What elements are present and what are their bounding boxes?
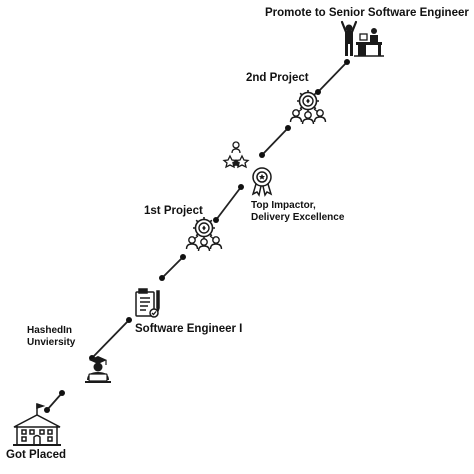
timeline-node — [259, 152, 265, 158]
milestone-label-first-project: 1st Project — [144, 205, 203, 217]
timeline-node — [344, 59, 350, 65]
timeline-nodes — [44, 59, 350, 413]
team-network-icon — [291, 90, 326, 124]
timeline-node — [315, 89, 321, 95]
timeline-node — [285, 125, 291, 131]
award-line-1: Top Impactor, — [251, 200, 316, 211]
timeline-segment — [317, 61, 348, 93]
milestone-label-second-project: 2nd Project — [246, 72, 309, 84]
milestone-label-award: Top Impactor, Delivery Excellence — [251, 200, 344, 223]
timeline-segment — [215, 186, 242, 221]
university-line-1: HashedIn — [27, 325, 73, 336]
contract-document-icon — [135, 288, 160, 318]
university-line-2: Unviersity — [27, 336, 76, 348]
award-line-2: Delivery Excellence — [251, 211, 345, 223]
milestone-label-got-placed: Got Placed — [6, 449, 67, 461]
timeline-node — [180, 254, 186, 260]
timeline-node — [44, 407, 50, 413]
milestone-label-university: HashedIn Unviersity — [27, 325, 75, 348]
executive-desk-icon — [340, 20, 384, 57]
timeline-node — [126, 317, 132, 323]
timeline-segment — [91, 319, 130, 359]
timeline-path — [46, 61, 348, 411]
star-team-icon — [222, 141, 250, 169]
timeline-node — [159, 275, 165, 281]
timeline-segment — [46, 392, 63, 411]
award-medal-icon — [251, 167, 273, 197]
timeline-segment — [161, 256, 184, 279]
timeline-node — [238, 184, 244, 190]
timeline-node — [59, 390, 65, 396]
timeline-segment — [261, 127, 289, 156]
milestone-label-software-engineer: Software Engineer I — [135, 323, 243, 335]
graduate-laptop-icon — [85, 356, 111, 383]
milestone-label-promotion: Promote to Senior Software Engineer — [265, 7, 469, 19]
timeline-node — [213, 217, 219, 223]
school-building-icon — [13, 402, 61, 446]
